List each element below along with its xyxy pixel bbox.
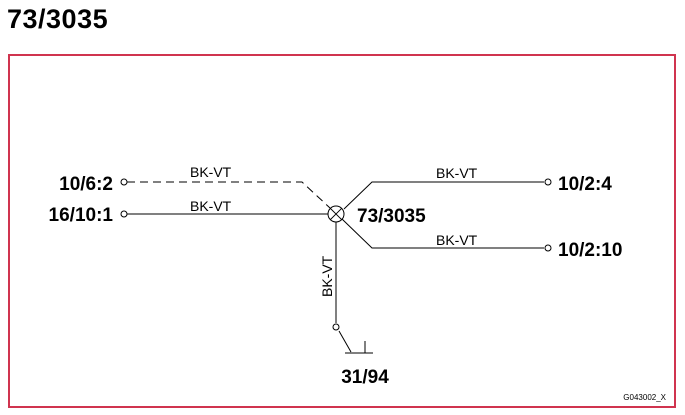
terminal-right-top xyxy=(544,178,552,186)
page-title: 73/3035 xyxy=(7,4,109,34)
terminal-left-bottom xyxy=(120,210,128,218)
wire-label-left-bottom: BK-VT xyxy=(190,198,232,214)
wire-right-top xyxy=(343,181,544,210)
diagram-frame xyxy=(8,54,676,408)
connector-label-left-top: 10/6:2 xyxy=(59,174,113,195)
connector-label-right-top: 10/2:4 xyxy=(558,174,612,195)
connector-label-ground: 31/94 xyxy=(341,367,389,388)
terminal-ground xyxy=(332,323,340,331)
wire-left-top xyxy=(127,181,331,209)
connector-label-right-bottom: 10/2:10 xyxy=(558,240,622,261)
terminal-left-top xyxy=(120,178,128,186)
ground-icon xyxy=(338,330,373,354)
connector-label-left-bottom: 16/10:1 xyxy=(49,205,114,226)
terminal-right-bottom xyxy=(544,244,552,252)
wire-right-bottom xyxy=(341,218,544,249)
splice-label: 73/3035 xyxy=(357,206,426,227)
wire-label-right-bottom: BK-VT xyxy=(436,232,478,248)
splice-circle-x-icon xyxy=(327,205,345,223)
wire-label-left-top: BK-VT xyxy=(190,164,232,180)
wire-label-right-top: BK-VT xyxy=(436,165,478,181)
wire-label-down: BK-VT xyxy=(319,255,335,297)
figure-code: G043002_X xyxy=(623,393,666,402)
